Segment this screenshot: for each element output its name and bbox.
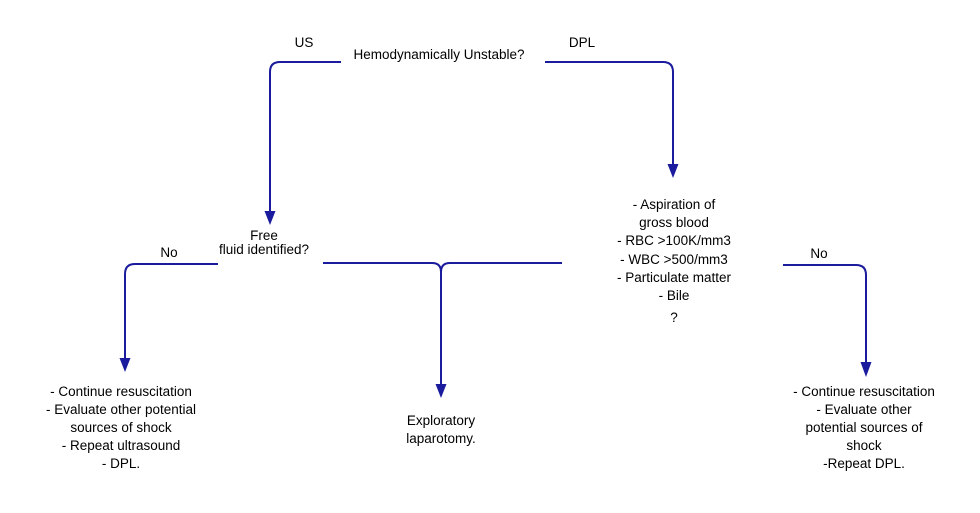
outcome-line: - Evaluate other potential bbox=[45, 402, 197, 417]
outcome-line: shock bbox=[846, 438, 882, 453]
dpl-criteria-block: - Aspiration of gross blood - RBC >100K/… bbox=[617, 196, 731, 327]
branch-label-dpl: DPL bbox=[568, 35, 596, 50]
arrowhead-dpl-branch bbox=[667, 164, 679, 178]
outcome-line: laparotomy. bbox=[406, 430, 476, 446]
connector-dpl-branch bbox=[545, 61, 674, 166]
dpl-criterion: - RBC >100K/mm3 bbox=[617, 233, 731, 249]
arrowhead-no-right bbox=[860, 362, 872, 377]
arrowhead-laparotomy bbox=[435, 384, 447, 398]
outcome-line: Exploratory bbox=[406, 413, 476, 428]
outcome-line: -Repeat DPL. bbox=[823, 456, 905, 471]
dpl-criterion: - Particulate matter bbox=[616, 269, 732, 285]
outcome-us-negative: - Continue resuscitation - Evaluate othe… bbox=[46, 383, 196, 473]
dpl-criterion: - Bile bbox=[658, 288, 690, 304]
outcome-line: - Evaluate other bbox=[816, 402, 912, 417]
outcome-line: - Continue resuscitation bbox=[50, 384, 192, 399]
branch-label-us: US bbox=[294, 35, 314, 50]
dpl-criterion: - WBC >500/mm3 bbox=[620, 251, 728, 267]
outcome-line: potential sources of bbox=[805, 420, 923, 435]
outcome-line: - Repeat ultrasound bbox=[61, 438, 181, 453]
outcome-dpl-negative: - Continue resuscitation - Evaluate othe… bbox=[793, 383, 935, 473]
dpl-criterion: - Aspiration of bbox=[632, 197, 716, 212]
arrowhead-us-branch bbox=[264, 211, 276, 225]
outcome-line: sources of shock bbox=[70, 420, 172, 435]
arrowhead-no-left bbox=[119, 358, 131, 372]
no-label-right: No bbox=[810, 246, 828, 261]
fluid-question: Free fluid identified? bbox=[219, 229, 309, 256]
outcome-line: - Continue resuscitation bbox=[793, 384, 935, 399]
connector-us-branch bbox=[269, 61, 341, 213]
dpl-criterion: gross blood bbox=[639, 215, 709, 231]
fluid-question-line1: Free bbox=[250, 228, 278, 243]
connector-yes-merge-left bbox=[323, 262, 442, 385]
dpl-query-mark: ? bbox=[670, 310, 678, 326]
outcome-laparotomy: Exploratory laparotomy. bbox=[406, 412, 476, 447]
fluid-question-line2: fluid identified? bbox=[218, 241, 310, 257]
outcome-line: - DPL. bbox=[101, 456, 141, 471]
connector-no-left bbox=[124, 263, 218, 360]
no-label-left: No bbox=[160, 245, 178, 260]
root-question: Hemodynamically Unstable? bbox=[353, 47, 525, 62]
connector-yes-merge-right bbox=[440, 262, 562, 273]
connector-no-right bbox=[783, 264, 867, 364]
